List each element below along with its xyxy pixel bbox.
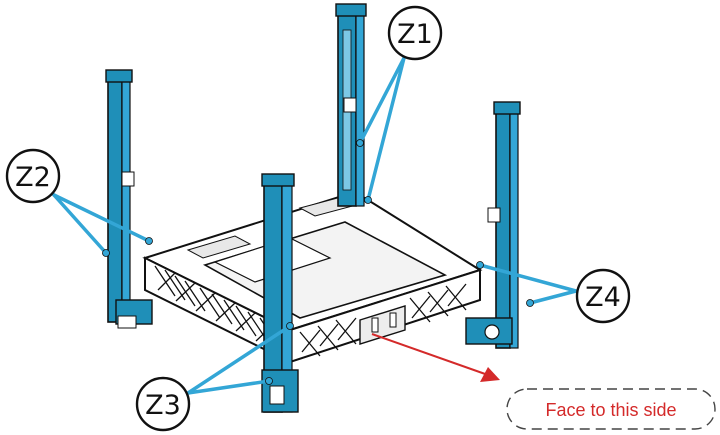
callout-z2: Z2 xyxy=(7,150,59,202)
face-side-note-text: Face to this side xyxy=(545,400,676,420)
callout-z2-label: Z2 xyxy=(15,162,51,193)
frame-base xyxy=(145,192,480,362)
column-z1 xyxy=(336,4,366,206)
column-z4 xyxy=(466,102,520,348)
callout-z4: Z4 xyxy=(577,270,629,322)
callout-z4-label: Z4 xyxy=(585,282,621,313)
callout-z3-label: Z3 xyxy=(145,390,181,421)
callout-z1-label: Z1 xyxy=(397,19,433,50)
face-side-note: Face to this side xyxy=(507,389,715,429)
front-label-slot xyxy=(372,318,378,332)
callout-z1: Z1 xyxy=(389,7,441,59)
front-label-slot-2 xyxy=(390,313,396,327)
callout-z3: Z3 xyxy=(137,378,189,430)
